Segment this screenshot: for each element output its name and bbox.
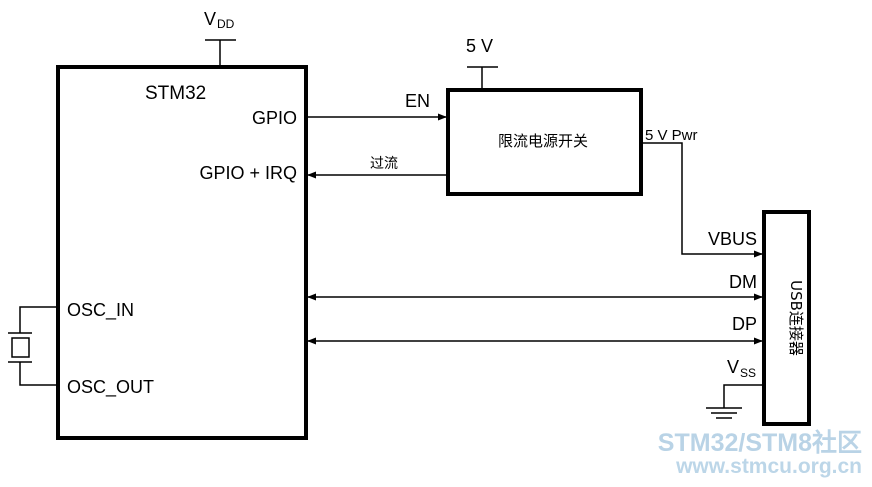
vbus-connection: VBUS [641,142,763,258]
vss-wire [723,384,762,408]
vdd-label: V [204,9,216,29]
vss-subscript: SS [740,366,756,380]
power-switch-title: 限流电源开关 [498,132,588,150]
switch-output-label: 5 V Pwr [645,127,698,144]
stm32-block: V DD STM32 GPIO GPIO + IRQ OSC_IN OSC_OU… [56,9,308,440]
en-connection: EN [306,91,447,121]
vss-label: V [727,357,739,377]
watermark: STM32/STM8社区 www.stmcu.org.cn [658,428,862,478]
usb-connector-block: USB连接器 [762,210,811,426]
vdd-subscript: DD [217,17,235,31]
usb-connector-title: USB连接器 [787,280,805,356]
switch-5v-label: 5 V [466,36,493,56]
dp-label: DP [732,314,757,334]
stm32-body [56,65,308,440]
crystal-body [11,337,30,358]
dm-label: DM [729,272,757,292]
watermark-line2: www.stmcu.org.cn [675,455,862,478]
en-label: EN [405,91,430,111]
vss-connection: V SS [706,357,762,419]
pin-osc-out-label: OSC_OUT [67,377,154,398]
overcurrent-label: 过流 [370,156,398,172]
vbus-wire [641,142,763,258]
crystal-oscillator [8,306,58,386]
dm-connection: DM [307,272,763,301]
power-switch-body [446,88,643,196]
dp-connection: DP [307,314,763,345]
crystal-wire-in [19,306,58,333]
stm32-title: STM32 [145,83,206,104]
usb-connector-body [762,210,811,426]
pin-gpio-irq-label: GPIO + IRQ [199,163,297,183]
crystal-wire-out [19,362,58,386]
vbus-label: VBUS [708,229,757,249]
power-switch-block: 5 V 限流电源开关 5 V Pwr [446,36,698,196]
pin-osc-in-label: OSC_IN [67,300,134,321]
pin-gpio-label: GPIO [252,108,297,128]
watermark-line1: STM32/STM8社区 [658,428,862,457]
overcurrent-connection: 过流 [307,156,448,179]
